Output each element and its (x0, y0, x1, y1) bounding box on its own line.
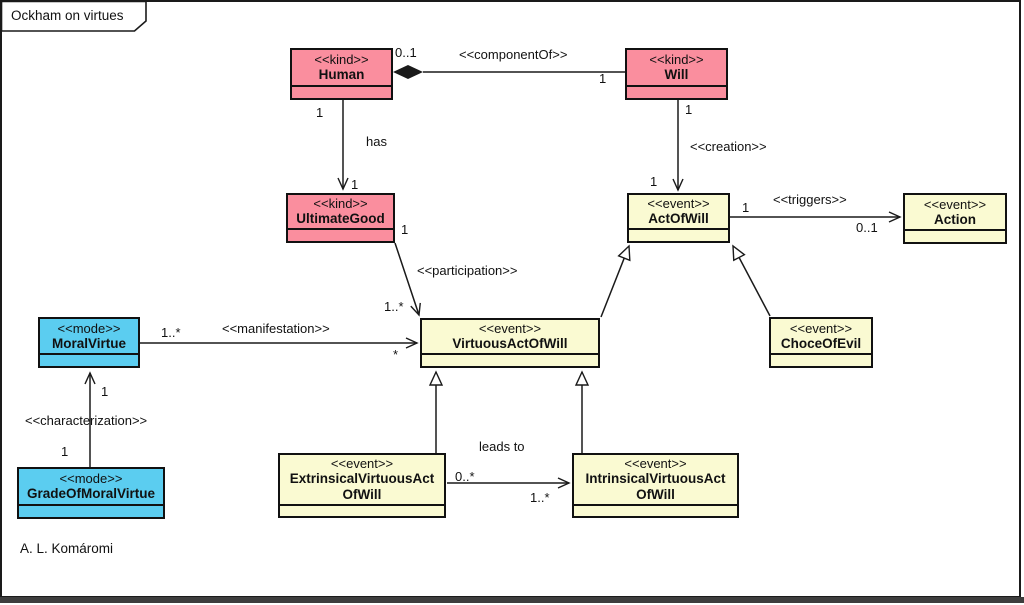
stereotype-label: <<mode>> (59, 471, 123, 486)
class-action: <<event>> Action (903, 193, 1007, 244)
class-will: <<kind>> Will (625, 48, 728, 100)
stereotype-label: <<event>> (647, 196, 710, 211)
mult-has-source: 1 (316, 105, 324, 120)
class-extrinsicalvirtuousactofwill: <<event>> ExtrinsicalVirtuousAct OfWill (278, 453, 446, 518)
stereotype-label: <<event>> (789, 320, 853, 336)
mult-creation-target: 1 (650, 174, 658, 189)
label-leadsto: leads to (479, 439, 525, 454)
class-name: GradeOfMoralVirtue (26, 486, 156, 501)
class-human: <<kind>> Human (290, 48, 393, 100)
attributes-compartment (288, 230, 393, 241)
class-actofwill-header: <<event>> ActOfWill (629, 195, 728, 230)
attributes-compartment (40, 355, 138, 366)
mult-participation-target: 1..* (384, 299, 404, 314)
label-participation: <<participation>> (417, 263, 518, 278)
label-creation: <<creation>> (690, 139, 767, 154)
mult-triggers-source: 1 (742, 200, 750, 215)
mult-componentof-source: 0..1 (395, 45, 417, 60)
label-triggers: <<triggers>> (773, 192, 847, 207)
stereotype-label: <<event>> (478, 321, 542, 336)
class-gradeofmoralvirtue-header: <<mode>> GradeOfMoralVirtue (19, 469, 163, 506)
attributes-compartment (292, 87, 391, 98)
class-actofwill: <<event>> ActOfWill (627, 193, 730, 243)
mult-characterization-target: 1 (101, 384, 109, 399)
mult-characterization-source: 1 (61, 444, 69, 459)
class-virtuousactofwill: <<event>> VirtuousActOfWill (420, 318, 600, 368)
mult-triggers-target: 0..1 (856, 220, 878, 235)
class-name: MoralVirtue (51, 335, 127, 351)
mult-has-target: 1 (351, 177, 359, 192)
mult-manifestation-source: 1..* (161, 325, 181, 340)
mult-leadsto-target: 1..* (530, 490, 550, 505)
stereotype-label: <<kind>> (313, 196, 368, 211)
class-will-header: <<kind>> Will (627, 50, 726, 87)
attributes-compartment (905, 231, 1005, 242)
stereotype-label: <<kind>> (314, 52, 369, 67)
class-moralvirtue: <<mode>> MoralVirtue (38, 317, 140, 368)
mult-leadsto-source: 0..* (455, 469, 475, 484)
label-characterization: <<characterization>> (25, 413, 148, 428)
class-name: VirtuousActOfWill (452, 336, 568, 351)
diagram-title: Ockham on virtues (11, 8, 124, 23)
class-ultimategood: <<kind>> UltimateGood (286, 193, 395, 243)
bottom-edge-bar (0, 597, 1024, 603)
class-ultimategood-header: <<kind>> UltimateGood (288, 195, 393, 230)
class-name: Will (664, 67, 689, 82)
class-choceofevil: <<event>> ChoceOfEvil (769, 317, 873, 368)
class-moralvirtue-header: <<mode>> MoralVirtue (40, 319, 138, 355)
mult-creation-source: 1 (685, 102, 693, 117)
class-name: Action (934, 211, 976, 227)
attributes-compartment (422, 355, 598, 366)
attributes-compartment (280, 506, 444, 517)
class-name: IntrinsicalVirtuousAct OfWill (585, 471, 726, 502)
class-name: Human (318, 67, 365, 82)
stereotype-label: <<event>> (923, 196, 987, 212)
class-virtuousactofwill-header: <<event>> VirtuousActOfWill (422, 320, 598, 355)
class-name: UltimateGood (296, 211, 385, 226)
attributes-compartment (629, 230, 728, 241)
mult-manifestation-target: * (393, 347, 399, 362)
class-action-header: <<event>> Action (905, 195, 1005, 231)
stereotype-label: <<kind>> (649, 52, 704, 67)
class-choceofevil-header: <<event>> ChoceOfEvil (771, 319, 871, 355)
label-componentof: <<componentOf>> (459, 47, 568, 62)
class-name: ActOfWill (648, 211, 709, 226)
label-has: has (366, 134, 387, 149)
mult-componentof-target: 1 (599, 71, 607, 86)
class-name: ChoceOfEvil (780, 335, 862, 351)
attributes-compartment (627, 87, 726, 98)
attributes-compartment (771, 355, 871, 366)
class-intrinsicalvirtuousactofwill: <<event>> IntrinsicalVirtuousAct OfWill (572, 453, 739, 518)
class-name: ExtrinsicalVirtuousAct OfWill (289, 471, 435, 502)
stereotype-label: <<event>> (330, 456, 394, 471)
stereotype-label: <<mode>> (57, 320, 121, 336)
class-intrinsical-header: <<event>> IntrinsicalVirtuousAct OfWill (574, 455, 737, 506)
stereotype-label: <<event>> (624, 456, 687, 471)
class-gradeofmoralvirtue: <<mode>> GradeOfMoralVirtue (17, 467, 165, 519)
attributes-compartment (574, 506, 737, 517)
mult-participation-source: 1 (401, 222, 409, 237)
author-signature: A. L. Komáromi (20, 541, 114, 556)
class-human-header: <<kind>> Human (292, 50, 391, 87)
attributes-compartment (19, 506, 163, 517)
class-extrinsical-header: <<event>> ExtrinsicalVirtuousAct OfWill (280, 455, 444, 506)
label-manifestation: <<manifestation>> (222, 321, 330, 336)
